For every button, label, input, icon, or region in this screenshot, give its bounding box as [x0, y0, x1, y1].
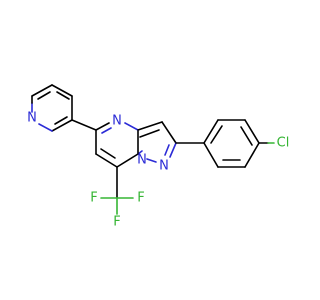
- fluorine-bottom-label: F: [113, 215, 120, 230]
- bond-pz-3-inner: [164, 144, 170, 156]
- bond-ph-3: [244, 119, 260, 144]
- pyrazole-ring: [137, 121, 177, 163]
- bond-py-1-inner: [37, 91, 51, 100]
- pyridine-ring: [31, 84, 73, 132]
- bond-py-2-inner: [56, 91, 70, 100]
- bond-ph-3-inner: [240, 126, 253, 146]
- pyridine-nitrogen-label: N: [27, 111, 37, 126]
- bond-link-py-pm: [71, 119, 97, 131]
- pyrazole-nitrogen-label: N: [159, 159, 169, 174]
- bond-py-4-inner: [54, 116, 68, 125]
- pyrimidine-nitrogen-label: N: [112, 114, 122, 129]
- chlorine-label: Cl: [277, 136, 290, 151]
- bond-pm-7a: [95, 122, 110, 131]
- fluorine-right-label: F: [137, 191, 144, 206]
- bond-ph-6: [203, 142, 219, 168]
- bond-pz-4: [146, 158, 157, 163]
- bond-ph-4: [244, 142, 260, 168]
- bond-py-2: [51, 84, 73, 97]
- molecule-diagram: N N N N Cl F F F: [27, 84, 290, 230]
- bond-pm-2-inner: [100, 148, 116, 159]
- bond-pz-3: [169, 142, 177, 158]
- pyrimidine-ring: [95, 122, 143, 168]
- bond-py-1: [31, 84, 53, 97]
- bond-py-5: [38, 123, 53, 132]
- molecule-structure: N N N N Cl F F F: [27, 84, 290, 230]
- fluorine-left-label: F: [90, 191, 97, 206]
- bond-ph-1-inner: [210, 125, 223, 144]
- bond-ph-1: [203, 119, 219, 144]
- bond-pm-2: [95, 153, 118, 168]
- bond-pm-3: [116, 153, 139, 168]
- bond-pz-1-inner: [139, 129, 160, 138]
- bond-pm-6: [124, 122, 139, 131]
- bond-pz-1: [137, 121, 163, 131]
- bond-pm-7-inner: [101, 127, 112, 134]
- bond-py-4: [51, 119, 73, 132]
- chlorophenyl-ring: [203, 119, 260, 168]
- bridgehead-nitrogen-label: N: [137, 153, 147, 168]
- bond-pz-2: [161, 121, 177, 144]
